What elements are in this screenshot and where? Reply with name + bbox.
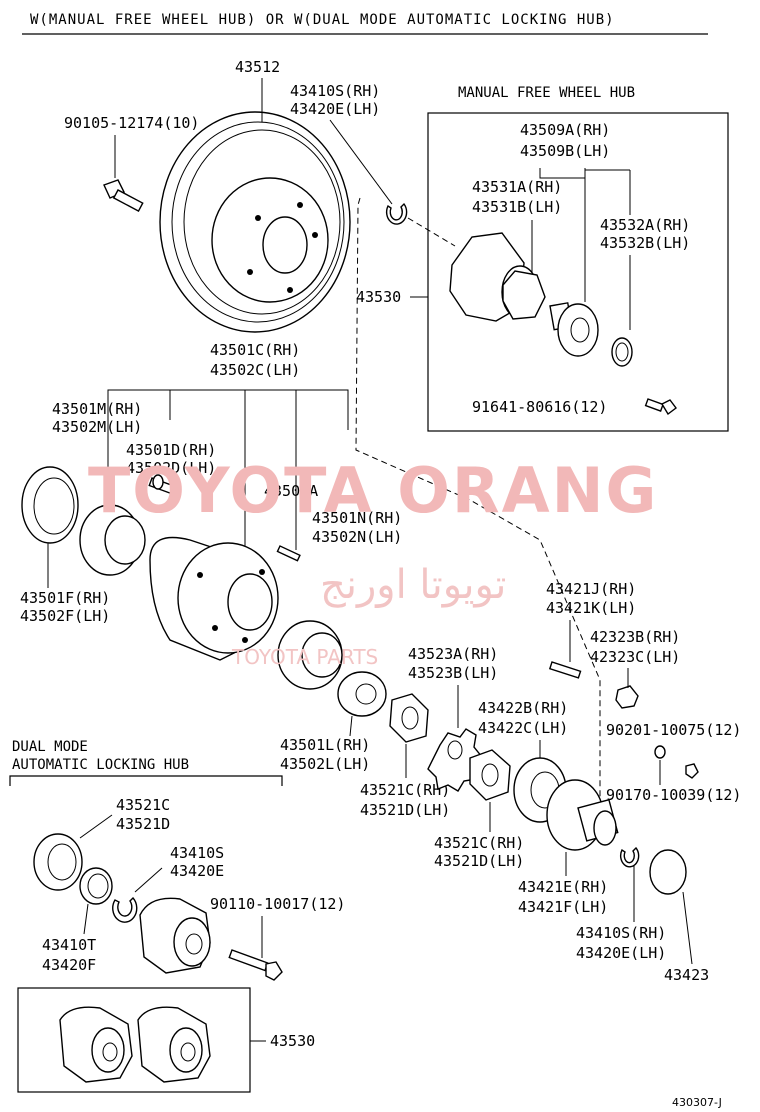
label-90170: 90170-10039(12)	[606, 786, 741, 804]
snap-ring-dual	[112, 896, 138, 923]
snap-ring-low	[619, 846, 640, 868]
label-43521d-dual: 43521D	[116, 815, 170, 833]
bolt-91641	[644, 398, 677, 416]
nut-90170	[685, 763, 699, 779]
label-43502n: 43502N(LH)	[312, 528, 402, 546]
label-42323b: 42323B(RH)	[590, 628, 680, 646]
washer-90201	[654, 745, 666, 759]
label-43422b: 43422B(RH)	[478, 699, 568, 717]
brake-disc-43512	[159, 111, 351, 333]
label-43501l: 43501L(RH)	[280, 736, 370, 754]
label-43509a: 43509A(RH)	[520, 121, 610, 139]
hub-cover-right	[137, 1006, 211, 1083]
label-43531a: 43531A(RH)	[472, 178, 562, 196]
label-43421k: 43421K(LH)	[546, 599, 636, 617]
bolt-90105	[103, 179, 144, 213]
label-91641: 91641-80616(12)	[472, 398, 607, 416]
label-43512: 43512	[235, 58, 280, 76]
watermark-latin: TOYOTA ORANG	[88, 454, 658, 527]
nut-43521c-dual	[33, 833, 83, 891]
label-43421j: 43421J(RH)	[546, 580, 636, 598]
axle-hub	[149, 536, 279, 661]
dual-hub-cover-frame	[17, 987, 251, 1093]
label-43502f: 43502F(LH)	[20, 607, 110, 625]
watermark-small: TOYOTA PARTS	[231, 645, 378, 669]
label-43501c: 43501C(RH)	[210, 341, 300, 359]
label-43410s-low: 43410S(RH)	[576, 924, 666, 942]
dual-hub-body	[139, 897, 211, 974]
label-43421e: 43421E(RH)	[518, 878, 608, 896]
label-43521d-mid: 43521D(LH)	[360, 801, 450, 819]
label-43502d: 43502D(LH)	[126, 459, 216, 477]
label-42323c: 42323C(LH)	[590, 648, 680, 666]
label-43420e-dual: 43420E	[170, 862, 224, 880]
hub-bolt-43421j	[548, 661, 582, 679]
label-43523b: 43523B(LH)	[408, 664, 498, 682]
label-43410s-dual: 43410S	[170, 844, 224, 862]
label-43521c-dual: 43521C	[116, 796, 170, 814]
dual-section-bracket	[9, 775, 283, 786]
pin-43502a	[276, 545, 301, 562]
washer-43410t	[79, 867, 113, 905]
manual-hub-frame	[427, 112, 729, 432]
label-43501n: 43501N(RH)	[312, 509, 402, 527]
label-43422c: 43422C(LH)	[478, 719, 568, 737]
diagram-header: W(MANUAL FREE WHEEL HUB) OR W(DUAL MODE …	[30, 12, 615, 28]
label-43509b: 43509B(LH)	[520, 142, 610, 160]
label-43410t: 43410T	[42, 936, 96, 954]
label-90201: 90201-10075(12)	[606, 721, 741, 739]
label-43421f: 43421F(LH)	[518, 898, 608, 916]
label-43530-top: 43530	[356, 288, 401, 306]
section-dual-line2: AUTOMATIC LOCKING HUB	[12, 757, 189, 773]
label-43521d-low: 43521D(LH)	[434, 852, 524, 870]
section-manual-hub: MANUAL FREE WHEEL HUB	[458, 85, 635, 101]
bearing-43501m	[79, 504, 146, 576]
nut-42323b	[615, 685, 639, 709]
flange-43421e	[546, 779, 619, 851]
label-43420e-low: 43420E(LH)	[576, 944, 666, 962]
label-43502l: 43502L(LH)	[280, 755, 370, 773]
label-43502m: 43502M(LH)	[52, 418, 142, 436]
label-43502a: 43502A	[264, 482, 318, 500]
label-43420e-top: 43420E(LH)	[290, 100, 380, 118]
nut-43521c-low	[469, 749, 511, 801]
hub-bolt-43501d	[148, 474, 180, 496]
cap-43423	[649, 849, 687, 895]
label-43532b: 43532B(LH)	[600, 234, 690, 252]
label-43523a: 43523A(RH)	[408, 645, 498, 663]
label-90110: 90110-10017(12)	[210, 895, 345, 913]
label-43501d: 43501D(RH)	[126, 441, 216, 459]
label-90105: 90105-12174(10)	[64, 114, 199, 132]
label-43521c-mid: 43521C(RH)	[360, 781, 450, 799]
watermark-arabic: تويوتا اورنج	[320, 562, 506, 608]
label-43530-dual: 43530	[270, 1032, 315, 1050]
bolt-90110	[228, 949, 283, 981]
hub-cover-left	[59, 1006, 133, 1083]
label-43502c: 43502C(LH)	[210, 361, 300, 379]
washer-43501l	[337, 671, 387, 717]
label-43521c-low: 43521C(RH)	[434, 834, 524, 852]
nut-43521c-mid	[389, 693, 429, 743]
label-43501f: 43501F(RH)	[20, 589, 110, 607]
label-43410s-top: 43410S(RH)	[290, 82, 380, 100]
manual-hub-body	[449, 232, 633, 367]
bearing-43501n	[277, 620, 343, 690]
label-43423: 43423	[664, 966, 709, 984]
oil-seal-43501f	[21, 466, 79, 544]
label-43531b: 43531B(LH)	[472, 198, 562, 216]
label-43420f: 43420F	[42, 956, 96, 974]
label-43532a: 43532A(RH)	[600, 216, 690, 234]
diagram-code: 430307-J	[672, 1096, 722, 1109]
snap-ring-top	[385, 202, 408, 225]
section-dual-line1: DUAL MODE	[12, 739, 88, 755]
label-43501m: 43501M(RH)	[52, 400, 142, 418]
